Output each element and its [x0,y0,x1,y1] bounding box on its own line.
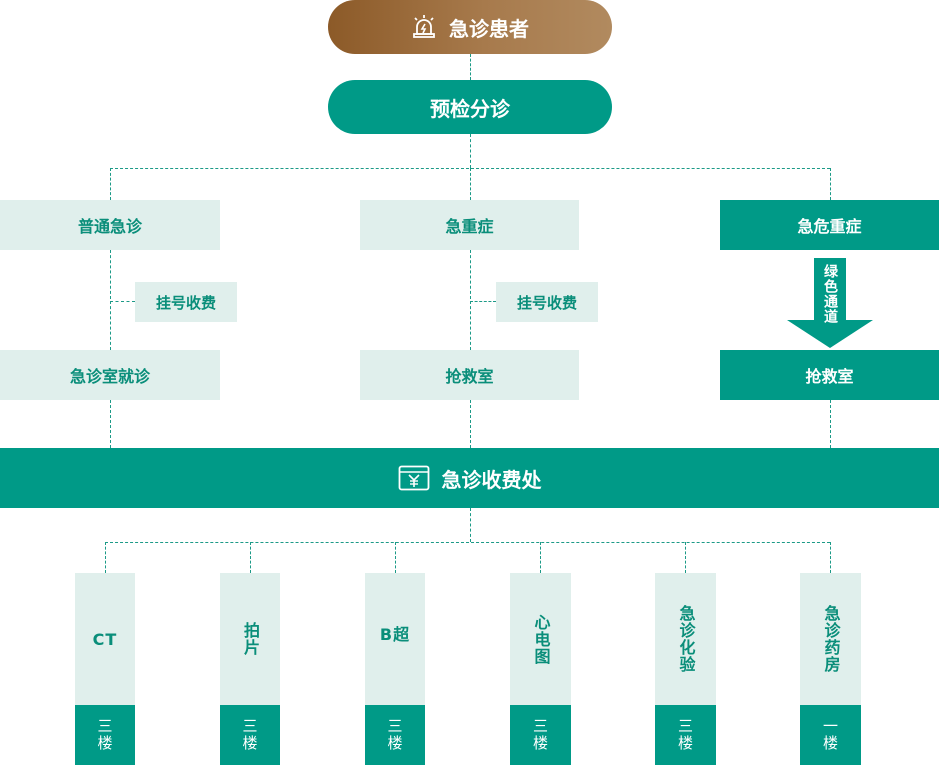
department-pharmacy: 急诊药房 一楼 [800,573,861,765]
department-floor: 三楼 [95,718,114,752]
serious-case-label: 急重症 [445,217,494,236]
department-lab: 急诊化验 三楼 [655,573,716,765]
connector-serious-room [470,250,471,350]
department-floor: 三楼 [676,718,694,752]
emergency-patient-label: 急诊患者 [449,16,529,41]
emergency-cashier-node: 急诊收费处 [0,448,939,508]
department-ct: CT 三楼 [75,573,135,765]
connector-dept-4 [540,542,541,573]
critical-rescue-room-label: 抢救室 [805,367,854,386]
connector-dept-6 [830,542,831,573]
connector-general-room [110,250,111,350]
connector-branch-right [830,168,831,200]
connector-branch-left [110,168,111,200]
connector-dept-horizontal [105,542,830,543]
connector-general-fee [110,301,135,302]
department-ultrasound: B超 三楼 [365,573,425,765]
critical-case-label: 急危重症 [797,217,862,236]
department-name: CT [92,629,118,649]
department-floor: 三楼 [385,718,404,752]
connector-cashier-down [470,508,471,542]
emergency-room-visit-label: 急诊室就诊 [69,367,150,386]
department-xray: 拍片 三楼 [220,573,280,765]
connector-branch-mid [470,168,471,200]
department-name: 拍片 [241,622,260,656]
critical-rescue-room-node: 抢救室 [720,350,939,400]
connector-patient-triage [470,54,471,80]
department-floor: 三楼 [240,718,259,752]
alarm-icon [411,14,437,40]
emergency-room-visit-node: 急诊室就诊 [0,350,220,400]
connector-dept-5 [685,542,686,573]
emergency-patient-node: 急诊患者 [328,0,612,54]
green-channel-arrow: 绿色通道 [787,258,873,348]
general-registration-fee-label: 挂号收费 [155,293,216,312]
connector-dept-3 [395,542,396,573]
connector-dept-1 [105,542,106,573]
serious-rescue-room-node: 抢救室 [360,350,579,400]
department-name: 急诊药房 [821,605,841,673]
connector-general-cashier [110,400,111,448]
serious-case-node: 急重症 [360,200,579,250]
triage-label: 预检分诊 [430,96,510,121]
serious-registration-fee-node: 挂号收费 [496,282,598,322]
connector-dept-2 [250,542,251,573]
connector-critical-cashier [830,400,831,448]
yen-cashier-icon [398,465,430,491]
general-emergency-node: 普通急诊 [0,200,220,250]
general-registration-fee-node: 挂号收费 [135,282,237,322]
department-name: B超 [379,625,411,644]
department-floor: 三楼 [531,718,549,752]
department-floor: 一楼 [821,718,839,752]
department-name: 心电图 [531,613,551,665]
serious-rescue-room-label: 抢救室 [445,367,494,386]
department-name: 急诊化验 [676,605,696,673]
general-emergency-label: 普通急诊 [77,217,142,236]
critical-case-node: 急危重症 [720,200,939,250]
connector-triage-down [470,134,471,168]
serious-registration-fee-label: 挂号收费 [516,293,577,312]
department-ecg: 心电图 三楼 [510,573,571,765]
connector-serious-cashier [470,400,471,448]
green-channel-label: 绿色通道 [822,264,838,324]
connector-serious-fee [470,301,496,302]
triage-node: 预检分诊 [328,80,612,134]
emergency-cashier-label: 急诊收费处 [441,467,542,492]
